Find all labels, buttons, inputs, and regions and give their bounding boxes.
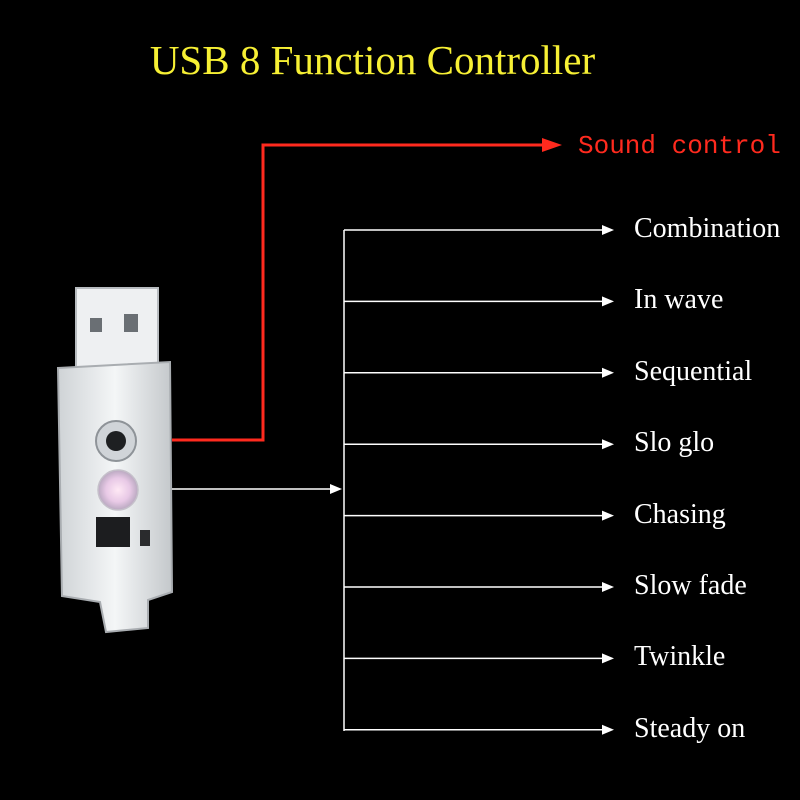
- function-branch-arrowhead: [602, 653, 614, 664]
- function-label: Slow fade: [634, 570, 747, 601]
- sound-control-connector: [172, 138, 562, 442]
- usb-contact-hole: [90, 318, 102, 332]
- usb-contact-hole: [124, 314, 138, 332]
- function-label: Chasing: [634, 498, 726, 530]
- function-label: Combination: [634, 213, 781, 244]
- function-branch-arrowhead: [602, 367, 614, 378]
- sound-control-label: Sound control: [578, 131, 781, 161]
- function-branch-arrowhead: [602, 296, 614, 307]
- diagram-title: USB 8 Function Controller: [149, 37, 596, 83]
- function-branch-arrowhead: [602, 582, 614, 592]
- function-label: In wave: [634, 284, 724, 316]
- function-branch-arrowhead: [602, 724, 614, 735]
- sound-control-line: [172, 143, 545, 442]
- function-label: Slo glo: [634, 427, 715, 459]
- small-chip: [140, 530, 150, 546]
- function-branch-arrowhead: [602, 225, 614, 235]
- led-icon: [97, 469, 139, 511]
- function-label: Steady on: [634, 712, 746, 744]
- function-label: Twinkle: [634, 641, 726, 673]
- function-branch-arrowhead: [602, 439, 614, 450]
- sound-control-arrowhead: [542, 138, 562, 152]
- usb-controller-image: [56, 287, 174, 634]
- feed-connector: [172, 484, 342, 494]
- microphone-hole: [106, 431, 126, 451]
- button-chip: [96, 517, 130, 547]
- function-branch-arrowhead: [602, 510, 614, 521]
- feed-arrowhead: [330, 484, 342, 494]
- function-branches: [344, 225, 614, 735]
- function-label: Sequential: [634, 355, 753, 387]
